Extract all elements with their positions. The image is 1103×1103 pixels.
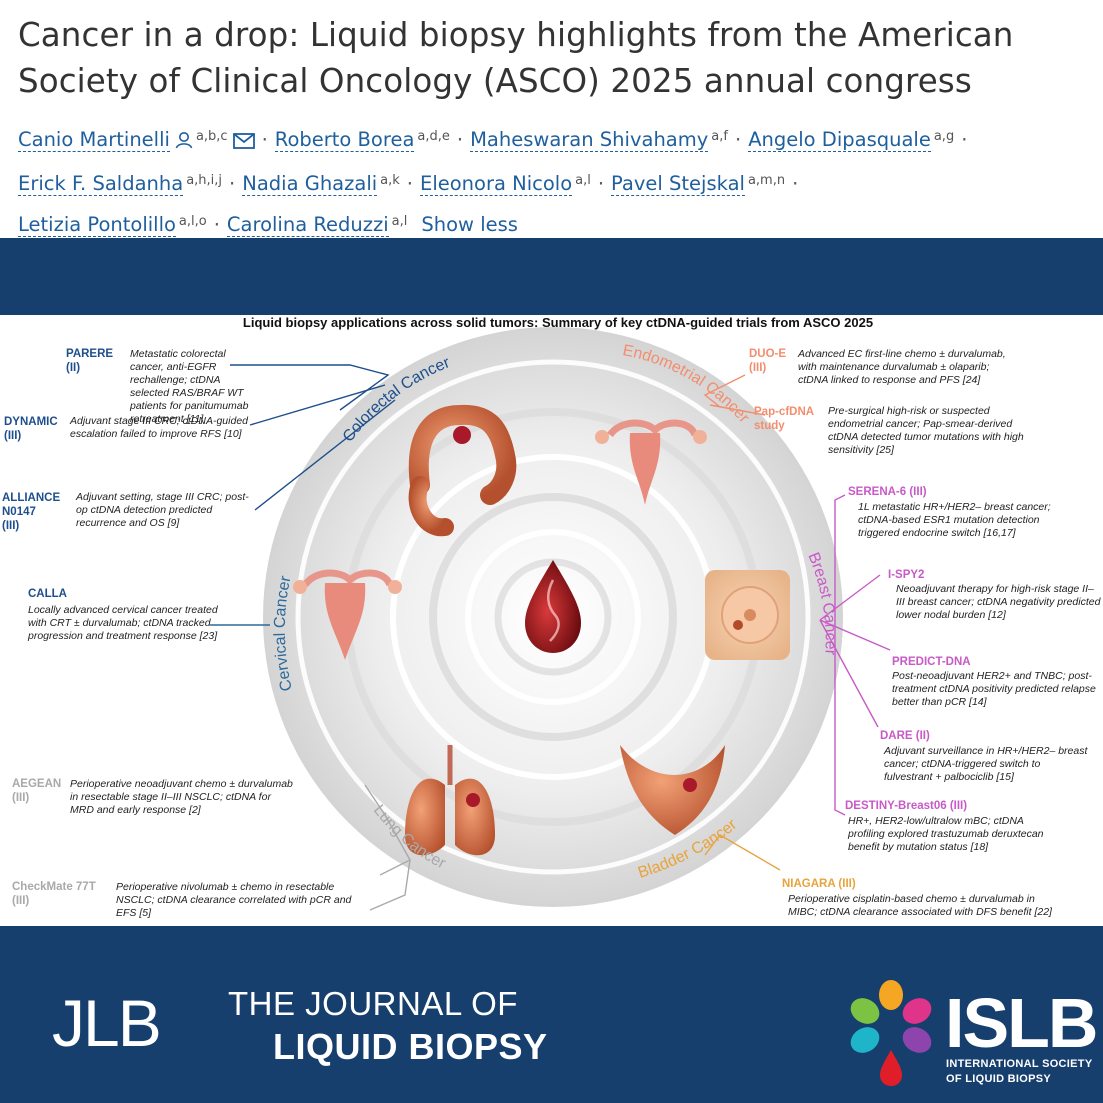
ripple-ring	[295, 359, 811, 875]
islb-subtitle-2: OF LIQUID BIOPSY	[946, 1073, 1052, 1085]
author-affiliation: a,l	[575, 173, 591, 188]
banner-top	[0, 238, 1103, 315]
trial-calla-desc: Locally advanced cervical cancer treated…	[28, 604, 218, 642]
trial-alliance-desc: Adjuvant setting, stage III CRC; post-op…	[76, 491, 249, 529]
author-name[interactable]: Maheswaran Shivahamy	[470, 128, 709, 152]
author-affiliation: a,f	[711, 129, 728, 144]
connector-lines	[210, 364, 891, 911]
lungs-icon	[405, 745, 495, 856]
author-affiliation: a,g	[933, 129, 955, 144]
separator-dot: ·	[213, 213, 220, 236]
title-line-2: Society of Clinical Oncology (ASCO) 2025…	[18, 62, 972, 100]
ripple-ring	[465, 529, 641, 705]
bladder-icon	[620, 745, 725, 835]
author-affiliation: a,k	[380, 173, 400, 188]
trial-checkmate-name: CheckMate 77T(III)	[12, 881, 96, 907]
separator-dot: ·	[597, 172, 605, 195]
article-header: Cancer in a drop: Liquid biopsy highligh…	[0, 0, 1103, 238]
separator-dot: ·	[734, 128, 742, 151]
trial-parere-name: PARERE(II)	[66, 348, 114, 374]
author-name[interactable]: Carolina Reduzzi	[226, 213, 389, 237]
author-affiliation: a,l	[391, 214, 408, 229]
trial-aegean-desc: Perioperative neoadjuvant chemo ± durval…	[70, 778, 293, 816]
author-name[interactable]: Pavel Stejskal	[611, 172, 745, 196]
author-affiliation: a,h,i,j	[186, 173, 223, 188]
jlb-logo: JLB	[52, 986, 162, 1060]
graphic-illustration: Colorectal Cancer Endometrial Cancer Bre…	[210, 327, 891, 911]
uterus-icon	[595, 419, 707, 505]
trial-dare-name: DARE (II)	[880, 730, 930, 742]
trial-dare-desc: Adjuvant surveillance in HR+/HER2– breas…	[884, 745, 1088, 783]
trial-predictdna-desc: Post-neoadjuvant HER2+ and TNBC; post-tr…	[892, 670, 1096, 708]
author-name[interactable]: Erick F. Saldanha	[18, 172, 184, 196]
islb-flower-icon	[850, 980, 932, 1086]
author-affiliation: a,d,e	[417, 129, 450, 144]
ripple-ring	[429, 493, 677, 741]
colon-icon	[408, 404, 517, 537]
article-title: Cancer in a drop: Liquid biopsy highligh…	[18, 12, 1088, 104]
author-name[interactable]: Canio Martinelli	[18, 128, 170, 152]
title-line-1: Cancer in a drop: Liquid biopsy highligh…	[18, 16, 1014, 54]
author-name[interactable]: Angelo Dipasquale	[748, 128, 931, 152]
trial-ispy2-desc: Neoadjuvant therapy for high-risk stage …	[896, 583, 1101, 621]
trial-ispy2-name: I-SPY2	[888, 569, 925, 581]
trial-predictdna-name: PREDICT-DNA	[892, 656, 971, 668]
author-name[interactable]: Letizia Pontolillo	[18, 213, 176, 237]
separator-dot: ·	[261, 128, 268, 151]
author-name[interactable]: Roberto Borea	[274, 128, 415, 152]
trial-serena6-name: SERENA-6 (III)	[848, 486, 927, 498]
trial-aegean-name: AEGEAN(III)	[12, 778, 62, 804]
trial-checkmate-desc: Perioperative nivolumab ± chemo in resec…	[116, 881, 352, 919]
trial-serena6-desc: 1L metastatic HR+/HER2– breast cancer;ct…	[858, 501, 1051, 539]
cervix-uterus-icon	[293, 569, 402, 660]
mail-icon[interactable]	[232, 124, 255, 162]
author-affiliation: a,m,n	[747, 173, 786, 188]
author-affiliation: a,l,o	[178, 214, 207, 229]
author-affiliation: a,b,c	[195, 129, 228, 144]
islb-subtitle-1: INTERNATIONAL SOCIETY	[946, 1058, 1093, 1070]
dna-helix-icon	[547, 579, 560, 642]
trial-niagara-name: NIAGARA (III)	[782, 878, 856, 890]
trial-niagara-desc: Perioperative cisplatin-based chemo ± du…	[788, 893, 1052, 918]
author-entry[interactable]: Canio Martinelli a,b,c	[18, 128, 255, 152]
trial-calla-name: CALLA	[28, 588, 67, 600]
author-name[interactable]: Eleonora Nicolo	[420, 172, 573, 196]
graphical-abstract: Liquid biopsy applications across solid …	[0, 315, 1103, 926]
graphic-title: Liquid biopsy applications across solid …	[242, 315, 874, 330]
journal-name-line-2: LIQUID BIOPSY	[273, 1026, 548, 1067]
banner-bottom	[0, 926, 1103, 1103]
blood-drop-icon	[525, 560, 581, 653]
show-less-button[interactable]: Show less	[421, 213, 518, 236]
separator-dot: ·	[961, 128, 968, 151]
journal-name-line-1: THE JOURNAL OF	[228, 985, 518, 1022]
trial-dynamic-name: DYNAMIC(III)	[4, 416, 58, 442]
separator-dot: ·	[229, 172, 236, 195]
trial-destiny-name: DESTINY-Breast06 (III)	[845, 800, 968, 812]
trial-duoe-desc: Advanced EC first-line chemo ± durvaluma…	[798, 348, 1006, 386]
breast-icon	[705, 570, 790, 660]
separator-dot: ·	[456, 128, 464, 151]
separator-dot: ·	[792, 172, 799, 195]
islb-logo-text: ISLB	[945, 984, 1098, 1062]
person-icon[interactable]	[175, 124, 193, 162]
separator-dot: ·	[406, 172, 413, 195]
trial-duoe-name: DUO-E(III)	[749, 348, 787, 374]
author-name[interactable]: Nadia Ghazali	[242, 172, 378, 196]
